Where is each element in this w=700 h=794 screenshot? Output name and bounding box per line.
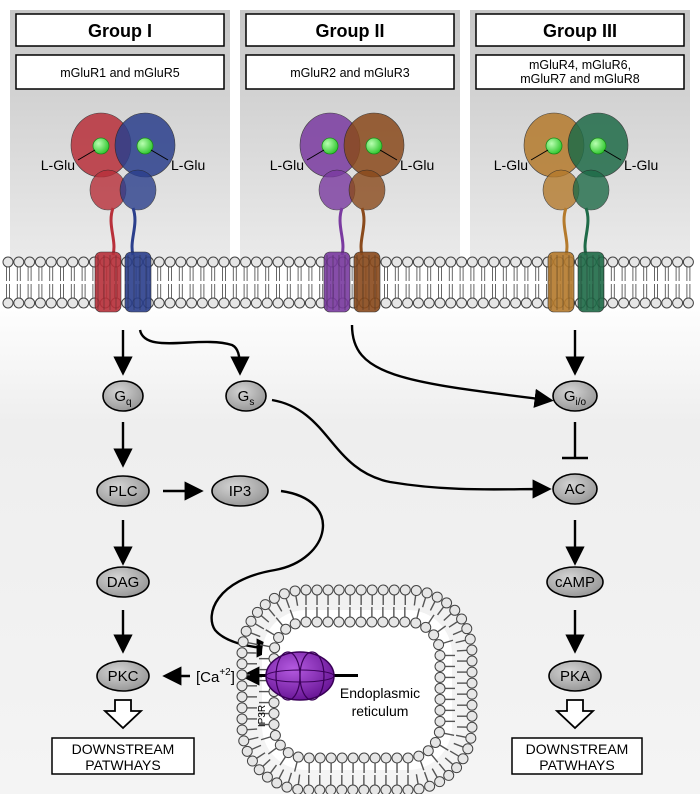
arrow-r1-gs: [138, 329, 250, 376]
group-title-box: [245, 13, 455, 47]
node-label-gs: Gs: [238, 388, 255, 408]
node-camp: cAMP: [546, 566, 604, 598]
glutamate-ligand-right: [136, 137, 154, 155]
group-subtype-line: mGluR4, mGluR6,: [529, 58, 631, 72]
node-gio: Gi/o: [552, 380, 598, 412]
group-subtypes-box: [15, 54, 225, 90]
hollow-arrow-left: [102, 699, 144, 730]
hollow-arrow-right: [554, 699, 596, 730]
ligand-label-right: L-Glu: [171, 157, 205, 173]
receptor-dimer-group-2: L-Glu L-Glu: [270, 112, 434, 313]
downstream-right-line2: PATWHAYS: [539, 757, 614, 773]
ip3r-label: IP3R: [257, 705, 268, 727]
node-label-pkc: PKC: [108, 668, 139, 685]
group-subtype-line: mGluR7 and mGluR8: [520, 72, 640, 86]
ligand-label-left: L-Glu: [270, 157, 304, 173]
group-title-box: [475, 13, 685, 47]
group-title: Group III: [543, 21, 617, 41]
group-title: Group I: [88, 21, 152, 41]
er-label-line2: reticulum: [352, 703, 409, 719]
endoplasmic-reticulum: [236, 584, 478, 794]
glutamate-ligand-right: [365, 137, 383, 155]
node-gs: Gs: [225, 380, 267, 412]
node-label-pka: PKA: [560, 668, 590, 685]
node-pka: PKA: [548, 660, 602, 692]
downstream-left: DOWNSTREAM PATWHAYS: [51, 699, 195, 775]
group-subtype-line: mGluR2 and mGluR3: [290, 66, 410, 80]
node-label-ip3: IP3: [229, 483, 252, 500]
node-label-camp: cAMP: [555, 574, 595, 591]
glutamate-ligand-right: [589, 137, 607, 155]
node-label-gq: Gq: [114, 388, 131, 408]
glutamate-ligand-left: [92, 137, 110, 155]
calcium-label: [Ca+2]: [196, 667, 235, 686]
arrow-gs-ac: [271, 398, 552, 499]
ligand-label-right: L-Glu: [624, 157, 658, 173]
downstream-left-line2: PATWHAYS: [85, 757, 160, 773]
pathway-arrows: [113, 324, 588, 686]
ligand-label-left: L-Glu: [41, 157, 75, 173]
node-ac: AC: [552, 473, 598, 505]
ligand-label-left: L-Glu: [494, 157, 528, 173]
receptor-dimer-group-1: L-Glu L-Glu: [41, 112, 205, 313]
ligand-label-right: L-Glu: [400, 157, 434, 173]
node-label-ac: AC: [565, 481, 586, 498]
downstream-right-line1: DOWNSTREAM: [526, 741, 629, 757]
receptor-dimer-group-3: L-Glu L-Glu: [494, 112, 658, 313]
node-ip3: IP3: [211, 475, 269, 507]
node-gq: Gq: [102, 380, 144, 412]
glutamate-ligand-left: [321, 137, 339, 155]
group-title-box: [15, 13, 225, 47]
group-subtype-line: mGluR1 and mGluR5: [60, 66, 180, 80]
group-title: Group II: [316, 21, 385, 41]
arrow-r2-gio: [350, 324, 554, 408]
node-dag: DAG: [96, 566, 150, 598]
downstream-left-line1: DOWNSTREAM: [72, 741, 175, 757]
downstream-right: DOWNSTREAM PATWHAYS: [511, 699, 643, 775]
glutamate-ligand-left: [545, 137, 563, 155]
group-subtypes-box: [475, 54, 685, 90]
node-pkc: PKC: [96, 660, 150, 692]
node-label-dag: DAG: [107, 574, 140, 591]
er-label-line1: Endoplasmic: [340, 685, 420, 701]
arrow-ip3-ip3r: [210, 489, 325, 658]
node-label-plc: PLC: [108, 483, 137, 500]
ip3-receptor: [250, 651, 358, 701]
node-plc: PLC: [96, 475, 150, 507]
node-label-gio: Gi/o: [564, 388, 587, 408]
group-subtypes-box: [245, 54, 455, 90]
